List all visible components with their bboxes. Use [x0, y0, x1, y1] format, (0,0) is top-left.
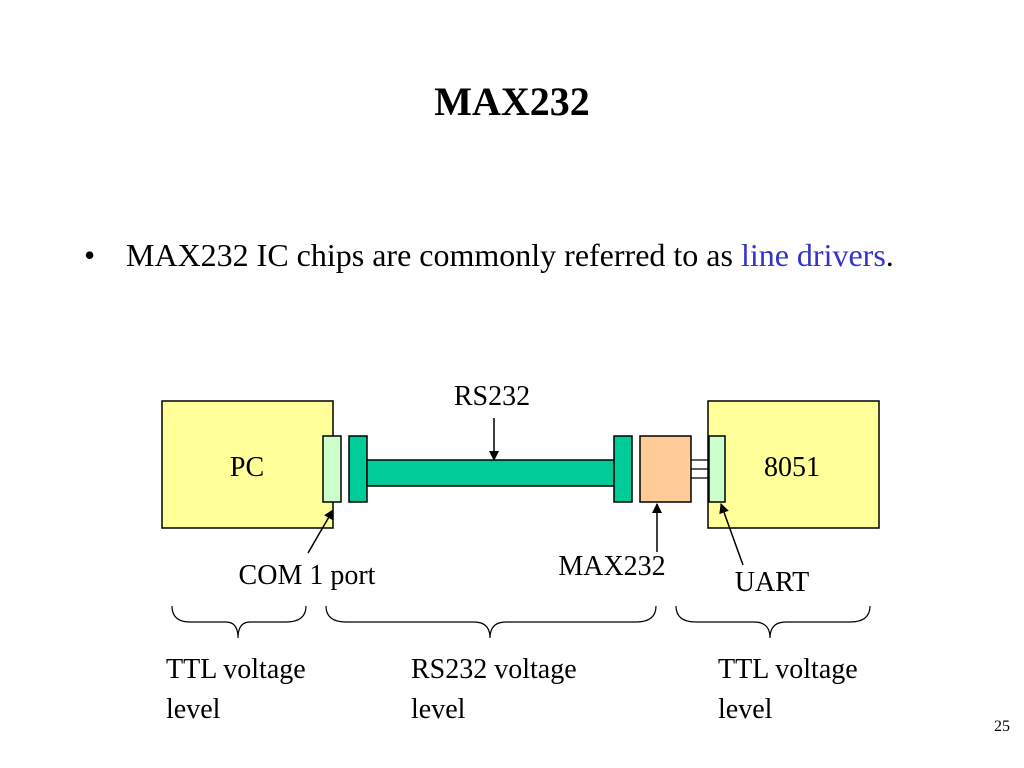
- group-label-rs232-line2: level: [411, 694, 466, 725]
- max232-chip: [639, 435, 692, 503]
- group-label-ttl-right-line2: level: [718, 694, 773, 725]
- uart-label: UART: [735, 567, 810, 598]
- com-port-connector: [322, 435, 342, 503]
- highlighted-term: line drivers: [740, 237, 886, 273]
- brace-ttl-left: [171, 605, 307, 639]
- bullet-text-main: MAX232 IC chips are commonly referred to…: [126, 237, 733, 273]
- bullet-text: MAX232 IC chips are commonly referred to…: [126, 232, 906, 278]
- rs232-label: RS232: [454, 381, 530, 412]
- pc-label: PC: [230, 452, 264, 483]
- slide-title: MAX232: [434, 79, 590, 124]
- uart-pointer-arrow: [719, 503, 744, 566]
- com-port-label: COM 1 port: [239, 560, 376, 591]
- uart-connector: [708, 435, 726, 503]
- rs232-cable: [366, 459, 616, 487]
- group-label-ttl-right-line1: TTL voltage: [718, 654, 858, 685]
- mcu-8051-box: [707, 400, 880, 529]
- max232-label: MAX232: [558, 551, 665, 582]
- group-label-ttl-left-line1: TTL voltage: [166, 654, 306, 685]
- com-port-pointer-arrow: [307, 509, 334, 554]
- bullet-text-end: .: [885, 237, 894, 273]
- mcu-8051-label: 8051: [764, 452, 820, 483]
- cable-connector-right: [613, 435, 633, 503]
- group-label-ttl-left-line2: level: [166, 694, 221, 725]
- bullet-marker: •: [84, 237, 96, 273]
- group-label-rs232-line1: RS232 voltage: [411, 654, 577, 685]
- pc-box: [161, 400, 334, 529]
- brace-ttl-right: [675, 605, 871, 639]
- brace-rs232: [325, 605, 657, 639]
- cable-connector-left: [348, 435, 368, 503]
- page-number: 25: [994, 718, 1010, 735]
